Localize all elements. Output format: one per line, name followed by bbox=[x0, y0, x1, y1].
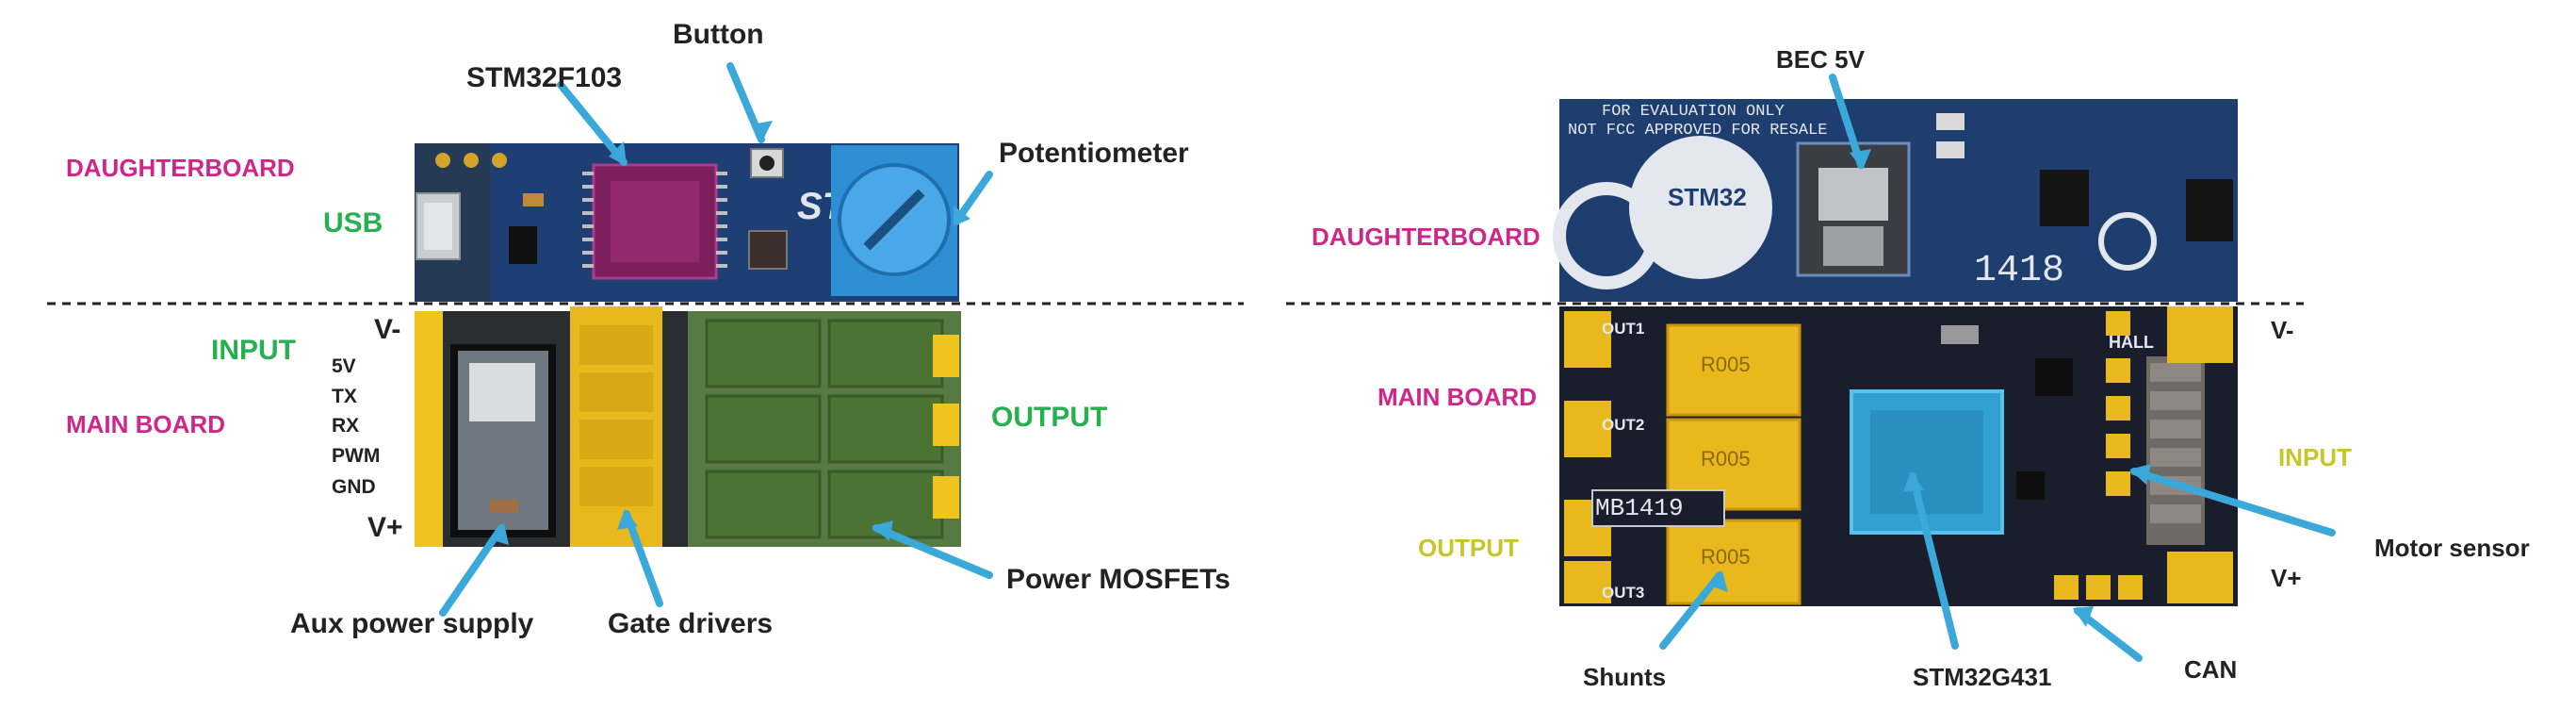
label-stm32g431: STM32G431 bbox=[1913, 663, 2052, 691]
arrow-shunts bbox=[1659, 571, 1723, 650]
label-bec: BEC 5V bbox=[1776, 45, 1865, 74]
arrow-mosfets bbox=[872, 524, 993, 579]
label-right-output: OUTPUT bbox=[1418, 534, 1519, 562]
silk-out3-text: OUT3 bbox=[1602, 584, 1645, 602]
label-can: CAN bbox=[2184, 655, 2238, 684]
silk-r005-1: R005 bbox=[1701, 353, 1751, 376]
silk-mb-text: MB1419 bbox=[1595, 494, 1684, 522]
label-gate-drivers: Gate drivers bbox=[608, 608, 774, 639]
label-aux-power-supply: Aux power supply bbox=[290, 608, 534, 639]
arrow-heads bbox=[490, 121, 2151, 627]
label-right-main-board: MAIN BOARD bbox=[1378, 383, 1537, 411]
silk-fcc-text: NOT FCC APPROVED FOR RESALE bbox=[1568, 122, 1828, 140]
arrow-gate bbox=[623, 510, 663, 607]
label-right-input: INPUT bbox=[2278, 443, 2352, 471]
silk-out1-text: OUT1 bbox=[1602, 320, 1645, 338]
label-left-daughterboard: DAUGHTERBOARD bbox=[66, 154, 295, 182]
label-left-v-minus: V- bbox=[374, 314, 401, 345]
label-right-v-plus: V+ bbox=[2271, 564, 2302, 592]
arrow-aux bbox=[439, 524, 505, 617]
label-right-daughterboard: DAUGHTERBOARD bbox=[1312, 223, 1541, 251]
arrow-stm32f103 bbox=[557, 81, 628, 166]
label-power-mosfets: Power MOSFETs bbox=[1006, 564, 1231, 595]
silk-1418-text: 1418 bbox=[1974, 250, 2065, 292]
silk-eval-text: FOR EVALUATION ONLY bbox=[1602, 103, 1785, 121]
label-right-v-minus: V- bbox=[2271, 316, 2294, 344]
label-left-input: INPUT bbox=[211, 335, 296, 366]
label-left-main-board: MAIN BOARD bbox=[66, 410, 225, 438]
label-pin-rx: RX bbox=[332, 415, 360, 437]
right-mainboard-photo bbox=[1559, 306, 2238, 606]
silk-out2-text: OUT2 bbox=[1602, 416, 1645, 434]
left-daughterboard-photo: ST bbox=[415, 143, 959, 302]
silk-stm32-text: STM32 bbox=[1668, 183, 1747, 211]
label-left-v-plus: V+ bbox=[367, 512, 403, 543]
label-pin-tx: TX bbox=[332, 386, 357, 407]
silk-r005-2: R005 bbox=[1701, 447, 1751, 470]
arrow-bec bbox=[1829, 74, 1865, 169]
label-pin-pwm: PWM bbox=[332, 445, 381, 467]
arrow-motor bbox=[2130, 468, 2336, 536]
arrow-stm32g431 bbox=[1909, 472, 1959, 650]
label-left-output: OUTPUT bbox=[991, 402, 1108, 433]
label-motor-sensor: Motor sensor bbox=[2374, 534, 2530, 562]
label-button: Button bbox=[673, 19, 764, 50]
right-daughterboard-photo bbox=[1553, 99, 2238, 302]
label-potentiometer: Potentiometer bbox=[999, 138, 1189, 169]
label-shunts: Shunts bbox=[1583, 663, 1667, 691]
label-stm32f103: STM32F103 bbox=[466, 62, 623, 93]
left-mainboard-photo bbox=[415, 306, 961, 547]
silk-r005-3: R005 bbox=[1701, 545, 1751, 569]
label-pin-gnd: GND bbox=[332, 476, 376, 498]
label-pin-5v: 5V bbox=[332, 355, 356, 377]
label-usb: USB bbox=[323, 207, 383, 239]
silk-hall-text: HALL bbox=[2109, 333, 2154, 352]
